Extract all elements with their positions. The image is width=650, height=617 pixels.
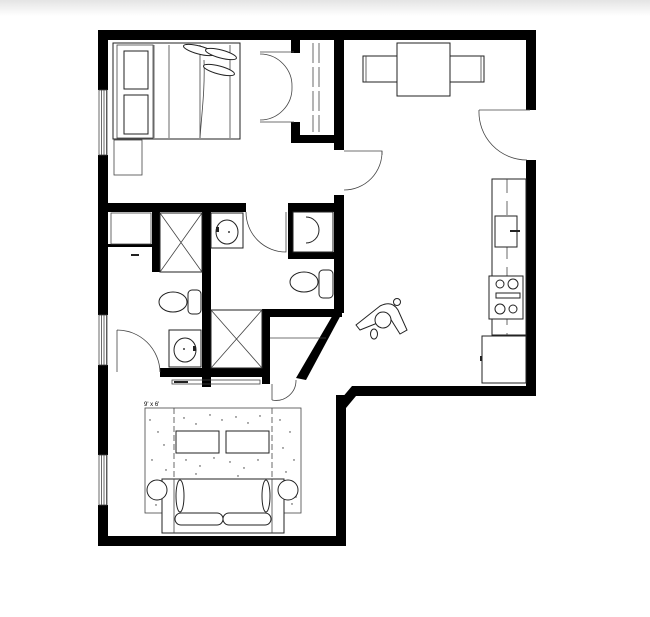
top-fade [0,0,650,16]
sink-2 [210,212,244,249]
person-figure [355,298,408,340]
sofa[interactable] [161,478,285,534]
coffee-table-right [225,430,270,454]
bath-door-2[interactable] [245,211,287,253]
nightstand [113,139,143,176]
windows [98,89,108,506]
bedroom-door[interactable] [343,150,383,191]
dining-area [362,42,485,97]
exterior-walls [98,30,536,546]
washer-round [292,211,334,253]
coffee-table-left [175,430,220,454]
bed[interactable] [112,42,241,140]
ottoman-left [146,479,168,501]
dining-table [396,42,451,97]
living-room: 9' x 6' [144,402,302,534]
ottoman-right [277,479,299,501]
rug-dimension-label: 9' x 6' [144,402,159,408]
range [488,275,524,320]
closet-doors[interactable] [259,43,320,132]
closet-door-2[interactable] [270,337,326,401]
bathrooms [110,211,334,401]
chair-left [362,55,398,83]
kitchen [355,178,527,384]
bedroom [112,42,383,191]
shower-1 [159,212,203,273]
entry-door[interactable] [478,109,530,161]
sink-1 [168,329,202,368]
toilet-1 [158,289,202,315]
toilet-2 [289,269,334,299]
refrigerator [481,335,527,384]
interior-walls [108,38,344,387]
chair-right [449,55,485,83]
bath-door-1[interactable] [116,329,161,373]
shower-2 [210,309,263,369]
washer [110,212,152,245]
